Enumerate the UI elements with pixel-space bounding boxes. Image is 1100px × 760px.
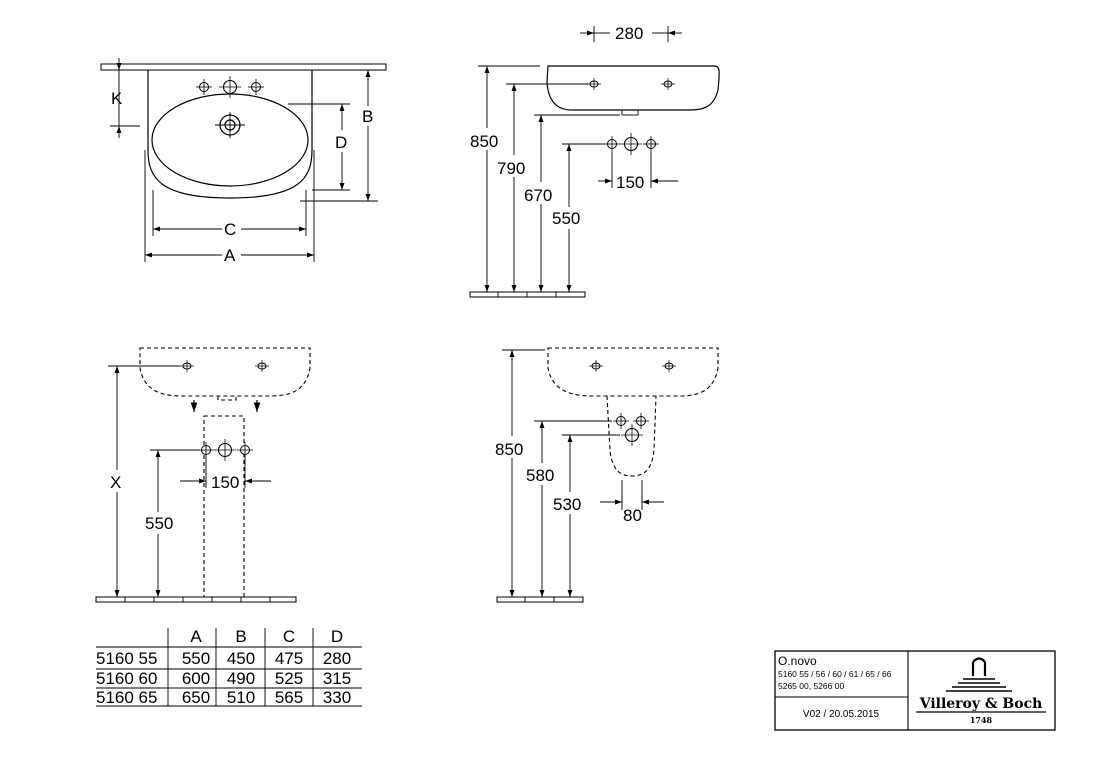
product-name: O.novo [778,654,817,668]
dim-530-label: 530 [553,495,581,514]
dim-580-label: 580 [526,466,554,485]
brand-logo-icon: Villeroy & Boch 1748 [916,657,1046,725]
table-row-1-c: 475 [275,649,303,668]
semi-valve-left [612,412,630,430]
front-tap-hole-right [660,77,676,91]
semi-pedestal-dashed [606,395,657,477]
pedestal-valve-right [236,441,254,459]
pedestal-waste [213,438,237,462]
dim-k-label: K [111,89,123,108]
basin-front-outline [546,65,720,111]
table-row-2-model: 5160 60 [96,669,157,688]
table-row-3-c: 565 [275,688,303,707]
pedestal-front-view: 150 X 550 [95,347,311,603]
table-row-2-d: 315 [323,669,351,688]
tap-hole-left [195,78,213,96]
brand-year: 1748 [970,715,993,725]
table-row-2-c: 525 [275,669,303,688]
table-row-3-model: 5160 65 [96,688,157,707]
dim-150-label: 150 [616,173,644,192]
table-row-2-a: 600 [182,669,210,688]
brand-name: Villeroy & Boch [919,696,1043,712]
semi-tap-left [588,359,604,373]
dim-b-label: B [362,107,373,126]
article-numbers-1: 5160 55 / 56 / 60 / 61 / 65 / 66 [778,669,892,679]
article-numbers-2: 5265 00, 5266 00 [778,681,844,691]
supply-valve-left [603,135,621,153]
dim-150-pedestal-label: 150 [211,473,239,492]
floor-strip-semi [496,596,584,603]
dim-x-label: X [110,473,121,492]
floor-strip [469,291,586,298]
dim-80-label: 80 [623,506,642,525]
waste-pipe [619,132,643,156]
table-row-1-b: 450 [227,649,255,668]
pedestal-tap-right [254,359,270,373]
bowl-outline [151,93,309,187]
version-date: V02 / 20.05.2015 [803,709,880,720]
dim-d-label: D [335,133,347,152]
table-row-3-b: 510 [227,688,255,707]
table-row-1-model: 5160 55 [96,649,157,668]
table-header-c: C [283,627,295,646]
dim-280-label: 280 [615,24,643,43]
supply-valve-right [642,135,660,153]
wall-strip [100,63,387,71]
floor-strip-pedestal [95,596,297,603]
basin-dashed [139,347,311,397]
table-row-2-b: 490 [227,669,255,688]
dim-c-label: C [224,220,236,239]
drain-outlet [621,109,639,116]
table-header-b: B [235,627,246,646]
table-header-d: D [331,627,343,646]
front-tap-hole-left [586,77,602,91]
table-row-3-a: 650 [182,688,210,707]
semi-tap-right [661,359,677,373]
basin-dashed-semi [547,347,719,397]
tap-hole-right [247,78,265,96]
semi-valve-right [632,412,650,430]
dim-670-label: 670 [524,186,552,205]
semi-waste [620,423,644,447]
table-header-a: A [190,627,202,646]
semi-pedestal-view: 850 580 530 80 [495,347,719,603]
pedestal-tap-left [179,359,195,373]
pedestal-dashed [203,415,245,598]
basin-outline [147,70,313,199]
top-view: K D B C A [100,58,387,265]
table-row-1-a: 550 [182,649,210,668]
dim-850-label: 850 [470,132,498,151]
dim-850-semi-label: 850 [495,440,523,459]
dimension-table: A B C D 5160 55 550 450 475 280 5160 60 … [96,627,362,707]
dim-a-label: A [224,246,236,265]
dim-550-pedestal-label: 550 [145,514,173,533]
table-row-3-d: 330 [323,688,351,707]
table-row-1-d: 280 [323,649,351,668]
dim-790-label: 790 [497,159,525,178]
pedestal-valve-left [197,441,215,459]
dim-550-label: 550 [552,209,580,228]
front-view: 280 850 790 670 550 150 [469,24,720,298]
title-block: O.novo 5160 55 / 56 / 60 / 61 / 65 / 66 … [774,650,1056,731]
